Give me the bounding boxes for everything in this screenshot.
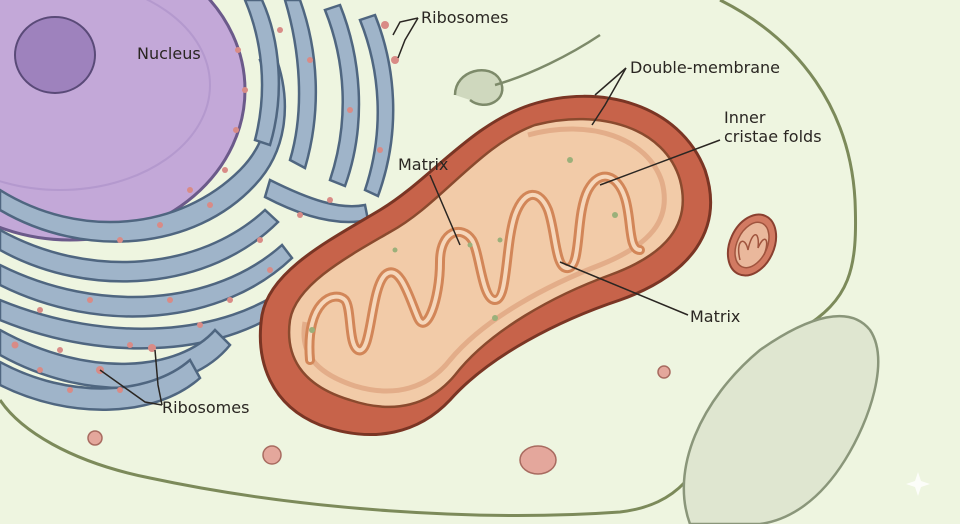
inner-cristae-label: Inner cristae folds [724, 108, 822, 146]
vacuole [682, 315, 880, 524]
matrix-granules [309, 157, 618, 333]
intermembrane-band [301, 126, 667, 394]
vesicle-swirl [453, 33, 601, 106]
leader-lines [99, 17, 721, 406]
small-mitochondrion [726, 213, 778, 277]
mitochondrion [258, 94, 712, 436]
ribosome-dots [11, 21, 399, 393]
matrix-label-right: Matrix [690, 307, 741, 326]
nucleus-label: Nucleus [137, 44, 201, 63]
matrix-label-left: Matrix [398, 155, 449, 174]
double-membrane-label: Double-membrane [630, 58, 781, 77]
nucleus [0, 0, 247, 242]
ribosomes-label-top: Ribosomes [421, 8, 509, 27]
ribosomes-label-bottom: Ribosomes [162, 398, 250, 417]
endoplasmic-reticulum [0, 0, 395, 411]
sparkle-icon [906, 472, 930, 496]
vesicles [87, 365, 671, 475]
